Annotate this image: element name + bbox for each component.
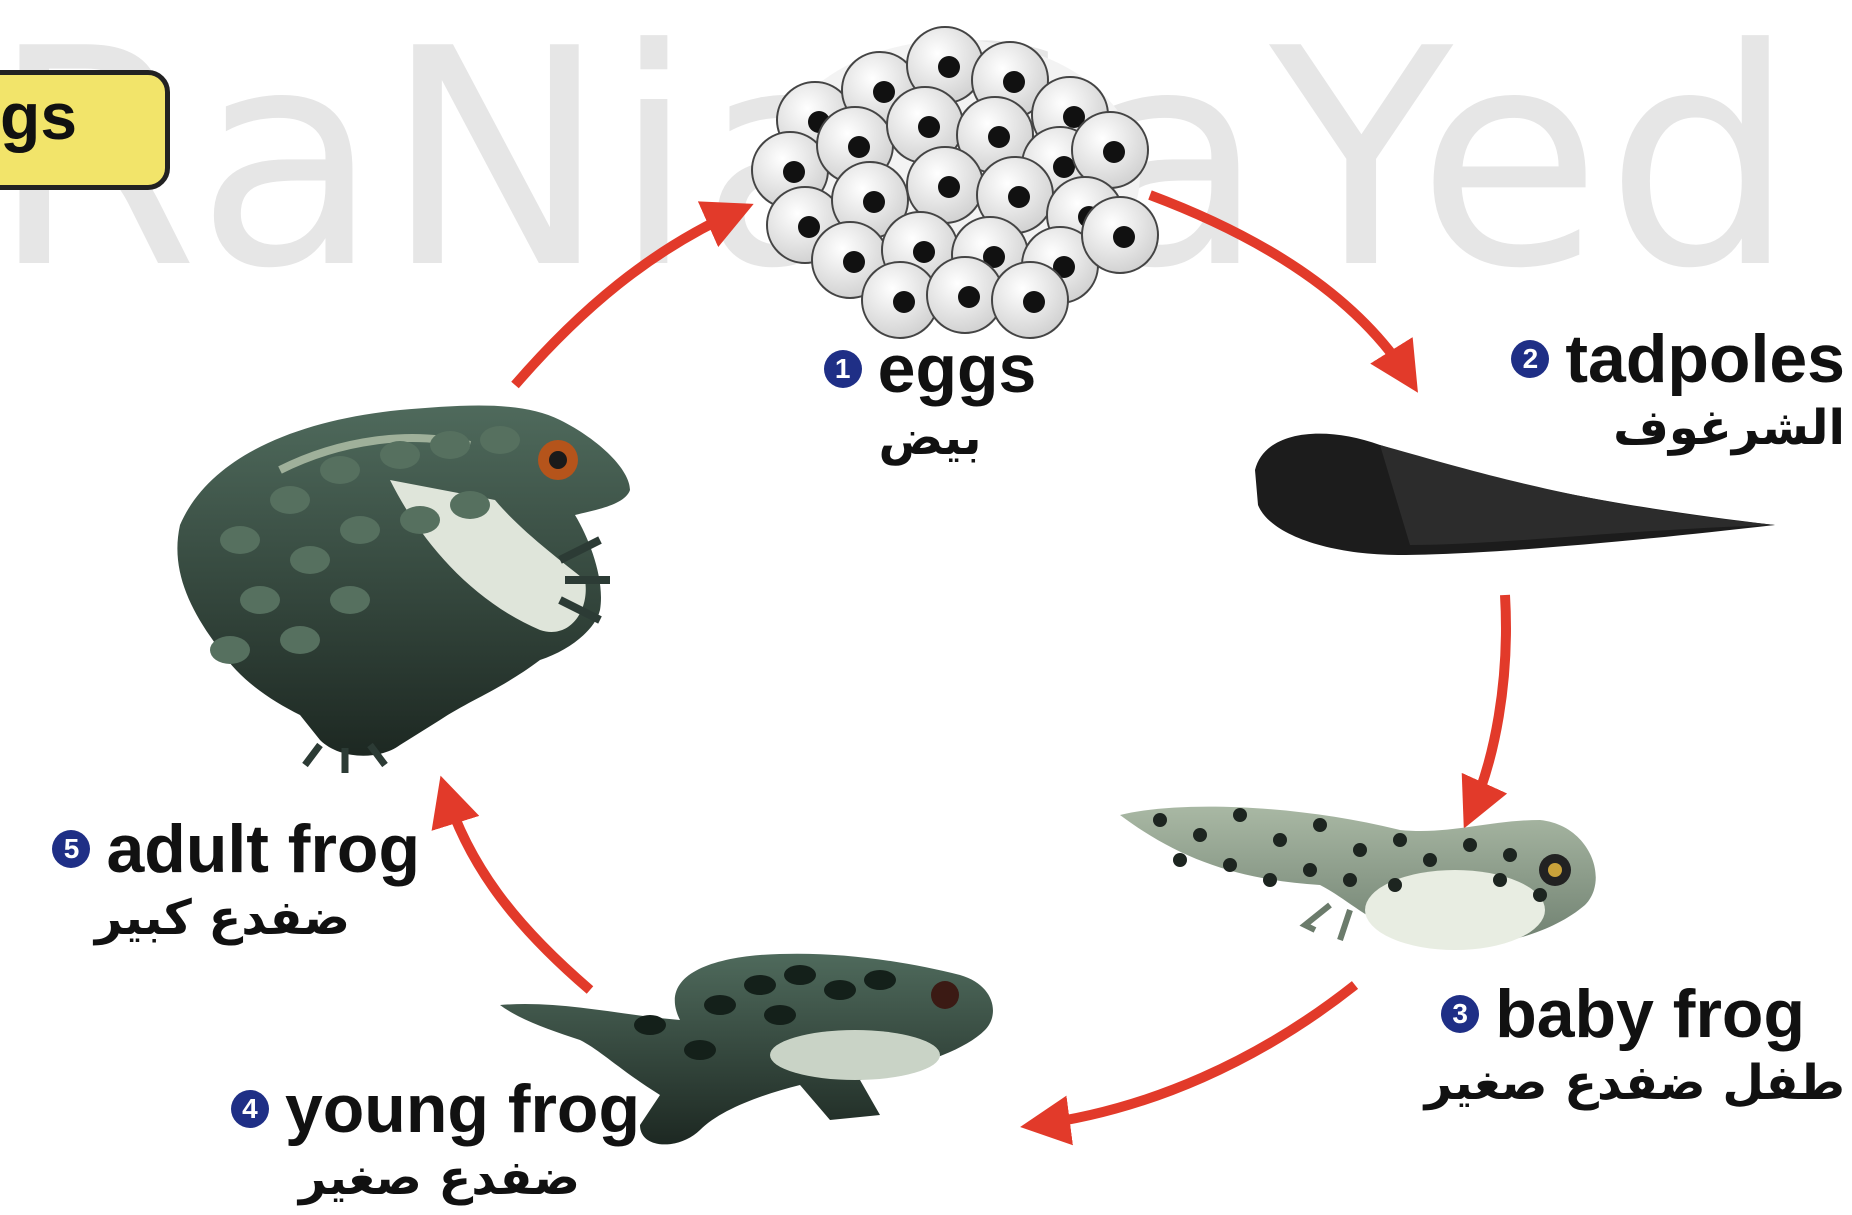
spot xyxy=(430,431,470,459)
spot xyxy=(220,526,260,554)
stage-english-name: adult frog xyxy=(106,810,420,888)
spot xyxy=(1423,853,1437,867)
spot xyxy=(704,995,736,1015)
spot xyxy=(1303,863,1317,877)
stage-number-badge: 2 xyxy=(1511,340,1549,378)
egg-yolk xyxy=(913,241,935,263)
stage-english-name: young frog xyxy=(285,1070,640,1148)
stage-5-label: 5 adult frog ضفدع كبير xyxy=(10,810,420,948)
spot xyxy=(684,1040,716,1060)
egg-yolk xyxy=(1008,186,1030,208)
spot xyxy=(340,516,380,544)
spot xyxy=(1273,833,1287,847)
egg-yolk xyxy=(918,116,940,138)
stage-number-badge: 3 xyxy=(1441,995,1479,1033)
egg-yolk xyxy=(958,286,980,308)
stage-number-badge: 5 xyxy=(52,830,90,868)
spot xyxy=(744,975,776,995)
stage-number-badge: 4 xyxy=(231,1090,269,1128)
egg-yolk xyxy=(783,161,805,183)
stage-3-label: 3 baby frog طفل ضفدع صغير xyxy=(1340,975,1845,1113)
stage-english-name: baby frog xyxy=(1495,975,1805,1053)
spot xyxy=(210,636,250,664)
spot xyxy=(240,586,280,614)
spot xyxy=(1343,873,1357,887)
spot xyxy=(270,486,310,514)
spot xyxy=(1353,843,1367,857)
stage-number-badge: 1 xyxy=(824,350,862,388)
spot xyxy=(1223,858,1237,872)
arrow-eggs-to-tadpoles xyxy=(1150,195,1410,380)
spot xyxy=(1233,808,1247,822)
stage-4-label: 4 young frog ضفدع صغير xyxy=(170,1070,640,1208)
spot xyxy=(1153,813,1167,827)
spot xyxy=(1493,873,1507,887)
spot xyxy=(1388,878,1402,892)
spot xyxy=(450,491,490,519)
spot xyxy=(1463,838,1477,852)
egg-yolk xyxy=(988,126,1010,148)
baby-frog-icon xyxy=(1120,807,1596,950)
stage-1-label: 1 eggs بيض xyxy=(790,330,1070,468)
stage-english-name: tadpoles xyxy=(1565,320,1845,398)
stage-arabic-name: الشرغوف xyxy=(1440,398,1845,458)
stage-arabic-name: ضفدع صغير xyxy=(170,1148,640,1208)
arrow-adult-frog-to-eggs xyxy=(515,210,740,385)
spot xyxy=(1313,818,1327,832)
arrow-tadpoles-to-baby-frog xyxy=(1470,595,1506,815)
egg-yolk xyxy=(843,251,865,273)
spot xyxy=(634,1015,666,1035)
stage-english-name: eggs xyxy=(878,330,1037,408)
spot xyxy=(1503,848,1517,862)
spot xyxy=(1193,828,1207,842)
spot xyxy=(480,426,520,454)
stage-2-label: 2 tadpoles الشرغوف xyxy=(1440,320,1845,458)
spot xyxy=(290,546,330,574)
egg-yolk xyxy=(1003,71,1025,93)
spot xyxy=(864,970,896,990)
spot xyxy=(400,506,440,534)
stage-arabic-name: طفل ضفدع صغير xyxy=(1340,1053,1845,1113)
spot xyxy=(764,1005,796,1025)
spot xyxy=(1533,888,1547,902)
spot xyxy=(784,965,816,985)
egg-yolk xyxy=(893,291,915,313)
spot xyxy=(380,441,420,469)
egg-yolk xyxy=(1053,156,1075,178)
spot xyxy=(824,980,856,1000)
stage-arabic-name: بيض xyxy=(790,408,1070,468)
arrow-baby-frog-to-young-frog xyxy=(1035,985,1355,1125)
spot xyxy=(1263,873,1277,887)
adult-frog-icon xyxy=(177,406,630,773)
egg-yolk xyxy=(798,216,820,238)
egg-yolk xyxy=(938,176,960,198)
egg-yolk xyxy=(1103,141,1125,163)
spot xyxy=(330,586,370,614)
arrow-young-frog-to-adult-frog xyxy=(445,790,590,990)
egg-cluster-icon xyxy=(752,27,1158,338)
spot xyxy=(1173,853,1187,867)
egg-yolk xyxy=(1113,226,1135,248)
spot xyxy=(280,626,320,654)
egg-yolk xyxy=(1023,291,1045,313)
title-fragment: gs xyxy=(0,78,100,154)
stage-arabic-name: ضفدع كبير xyxy=(10,888,420,948)
egg-yolk xyxy=(938,56,960,78)
spot xyxy=(1393,833,1407,847)
egg-yolk xyxy=(863,191,885,213)
spot xyxy=(320,456,360,484)
egg-yolk xyxy=(848,136,870,158)
egg-yolk xyxy=(873,81,895,103)
